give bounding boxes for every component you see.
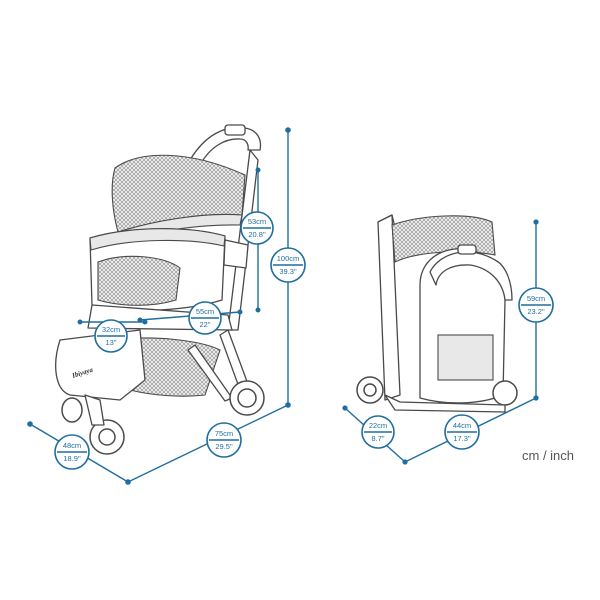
- open-width-metric: 48cm: [63, 441, 81, 450]
- open-width-imperial: 18.9": [63, 454, 81, 463]
- open-length-metric: 75cm: [215, 429, 233, 438]
- folded-depth-imperial: 8.7": [371, 434, 384, 443]
- badge-seat-width: 32cm 13": [94, 319, 128, 353]
- folded-height-imperial: 23.2": [527, 307, 545, 316]
- seat-depth-metric: 55cm: [196, 307, 214, 316]
- side-mesh-window: [97, 255, 181, 306]
- folded-pocket: [437, 334, 494, 381]
- badge-seat-height: 53cm 20.8": [240, 211, 274, 245]
- folded-length-metric: 44cm: [453, 421, 471, 430]
- folded-depth-metric: 22cm: [369, 421, 387, 430]
- seat-width-metric: 32cm: [102, 325, 120, 334]
- folded-base: [384, 394, 506, 413]
- folded-wheel-left-hub: [363, 383, 377, 397]
- badge-folded-length: 44cm 17.3": [444, 414, 480, 450]
- rear-frame: [227, 149, 259, 331]
- open-length-imperial: 29.5": [215, 442, 233, 451]
- seat-depth-imperial: 22": [199, 320, 210, 329]
- handle-grip: [224, 124, 246, 136]
- badge-seat-depth: 55cm 22": [188, 301, 222, 335]
- seat-width-imperial: 13": [105, 338, 116, 347]
- carrier-rim: [89, 228, 226, 251]
- open-stroller-illustration: Ibiyaya: [55, 124, 265, 455]
- front-strut: [187, 344, 233, 402]
- badge-open-length: 75cm 29.5": [206, 422, 242, 458]
- side-pocket: [223, 239, 249, 269]
- front-fork: [84, 394, 105, 426]
- folded-stroller-illustration: [356, 214, 518, 413]
- folded-side-panel: [377, 214, 401, 401]
- folded-height-metric: 59cm: [527, 294, 545, 303]
- seat-height-metric: 53cm: [248, 217, 266, 226]
- badge-open-width: 48cm 18.9": [54, 434, 90, 470]
- badge-folded-height: 59cm 23.2": [518, 287, 554, 323]
- badge-open-height: 100cm 39.3": [270, 247, 306, 283]
- open-height-metric: 100cm: [277, 254, 300, 263]
- units-legend: cm / inch: [522, 448, 575, 463]
- front-wheel-left: [61, 397, 83, 423]
- folded-handle-grip: [457, 244, 477, 255]
- open-height-imperial: 39.3": [279, 267, 297, 276]
- seat-height-imperial: 20.8": [248, 230, 266, 239]
- folded-wheel-right: [492, 380, 518, 406]
- badge-folded-depth: 22cm 8.7": [361, 415, 395, 449]
- rear-wheel-hub: [237, 388, 257, 408]
- front-wheel-right-hub: [98, 428, 116, 446]
- folded-length-imperial: 17.3": [453, 434, 471, 443]
